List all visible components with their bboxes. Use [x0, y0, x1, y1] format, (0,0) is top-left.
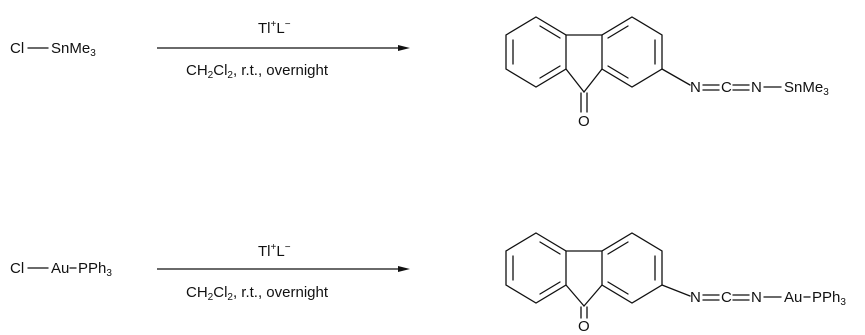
- product-1-c: C: [721, 79, 732, 96]
- conditions-1: CH2Cl2, r.t., overnight: [186, 62, 329, 81]
- product-2-metal: Au: [784, 289, 803, 306]
- product-2-c: C: [721, 289, 732, 306]
- product-2-n1: N: [690, 289, 701, 306]
- carbonyl-oxygen-2: O: [578, 318, 590, 335]
- carbonyl-oxygen-1: O: [578, 113, 590, 130]
- reagent-2: Tl+L−: [258, 242, 291, 260]
- product-1-n1: N: [690, 79, 701, 96]
- product-2-ligand: PPh3: [812, 289, 846, 308]
- reactant-2-ligand: PPh3: [78, 260, 112, 279]
- reactant-2-metal: Au: [51, 260, 70, 277]
- conditions-2: CH2Cl2, r.t., overnight: [186, 284, 329, 303]
- reactant-1-prefix: Cl: [10, 40, 25, 57]
- product-1-n2: N: [751, 79, 762, 96]
- product-1-metal: SnMe3: [784, 79, 829, 98]
- product-2-n2: N: [751, 289, 762, 306]
- reactant-2-prefix: Cl: [10, 260, 25, 277]
- reactant-1-metal: SnMe3: [51, 40, 96, 59]
- reagent-1: Tl+L−: [258, 19, 291, 37]
